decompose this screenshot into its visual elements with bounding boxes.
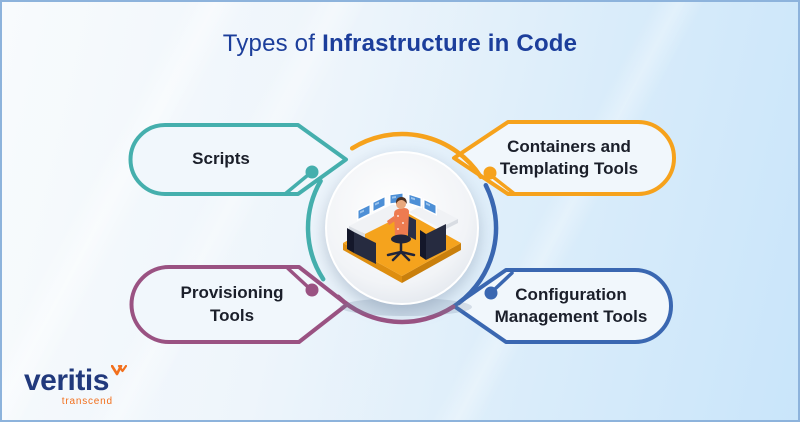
tag-label-configuration-line2: Management Tools bbox=[494, 307, 648, 326]
person bbox=[387, 196, 409, 237]
configuration-tag-shape bbox=[452, 268, 673, 344]
tag-label-scripts-line1: Scripts bbox=[192, 149, 250, 169]
provisioning-tag-shape bbox=[129, 265, 349, 344]
workstation-illustration bbox=[343, 191, 461, 283]
purple-arc bbox=[335, 294, 456, 325]
provisioning-connector-line bbox=[286, 266, 310, 289]
containers-connector-dot bbox=[483, 166, 497, 180]
title-emphasis: Infrastructure in Code bbox=[322, 30, 578, 57]
logo-check-icon bbox=[110, 364, 127, 382]
provisioning-connector-dot bbox=[305, 283, 319, 297]
orange-arc bbox=[349, 131, 484, 180]
tag-label-containers: Containers and Templating Tools bbox=[480, 122, 658, 194]
teal-arc bbox=[305, 178, 326, 282]
circle-shadow bbox=[340, 298, 472, 316]
tag-label-provisioning-line1: Provisioning bbox=[180, 283, 284, 303]
chair-base bbox=[386, 234, 416, 262]
tag-label-containers-line2: Templating Tools bbox=[499, 159, 639, 178]
containers-connector-line bbox=[491, 175, 516, 196]
containers-tag-shape bbox=[452, 120, 676, 196]
chair-back bbox=[408, 216, 416, 240]
scripts-tag-shape bbox=[128, 123, 348, 196]
tag-label-scripts: Scripts bbox=[130, 125, 312, 194]
scripts-connector-line bbox=[283, 173, 310, 196]
tag-label-containers-line1: Containers and bbox=[507, 136, 631, 156]
logo-tagline: transcend bbox=[61, 396, 113, 407]
logo-wordmark: veritis bbox=[24, 364, 109, 397]
tag-label-provisioning-line2: Tools bbox=[209, 305, 255, 325]
tag-label-configuration: Configuration Management Tools bbox=[482, 270, 660, 342]
blue-arc bbox=[456, 183, 499, 306]
veritis-logo: veritis transcend bbox=[24, 364, 127, 407]
center-badge bbox=[325, 151, 479, 316]
configuration-connector-dot bbox=[484, 286, 498, 300]
tag-label-configuration-line1: Configuration bbox=[515, 284, 627, 304]
scripts-connector-dot bbox=[305, 165, 319, 179]
title-prefix: Types of bbox=[222, 30, 316, 57]
configuration-connector-line bbox=[493, 271, 514, 291]
tag-label-provisioning: Provisioning Tools bbox=[142, 267, 322, 342]
